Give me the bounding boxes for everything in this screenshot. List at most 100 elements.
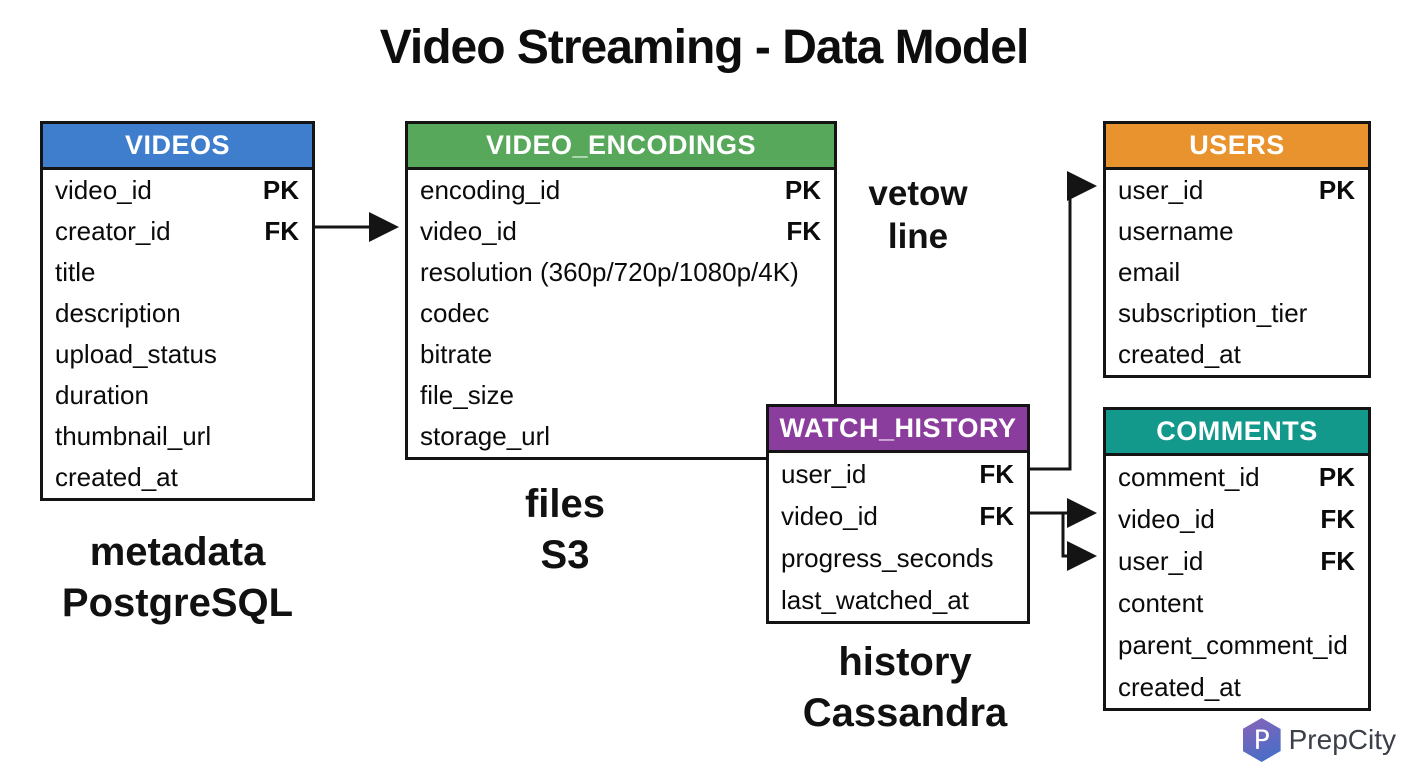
entity-row: created_at [43,457,312,498]
field-name: upload_status [55,339,217,369]
annotation-line: PostgreSQL [61,581,294,625]
field-name: parent_comment_id [1118,629,1348,660]
entity-row: video_id FK [408,211,834,252]
field-name: user_id [1118,175,1204,205]
page-title: Video Streaming - Data Model [379,21,1030,74]
field-name: content [1118,587,1204,618]
arrow-watchhistory-user-to-users [1030,171,1097,471]
entity-row: user_id FK [1106,540,1368,582]
field-name: file_size [420,380,514,410]
annotation-line: vetow [868,174,968,213]
field-name: last_watched_at [781,584,969,615]
entity-row: duration [43,375,312,416]
entity-row: created_at [1106,334,1368,375]
field-name: username [1118,216,1234,246]
entity-row: user_id FK [769,453,1027,495]
key-badge: FK [264,216,299,246]
field-name: title [55,257,96,287]
prepcity-hexagon-logo-icon: P [1242,718,1281,762]
entity-header-watch-history: WATCH_HISTORY [769,407,1027,453]
entity-header-comments: COMMENTS [1106,410,1368,456]
annotation-line: metadata [89,530,266,574]
annotation-line: Cassandra [802,691,1008,735]
key-badge: FK [1320,503,1355,534]
entity-row: creator_id FK [43,211,312,252]
entity-row: encoding_id PK [408,170,834,211]
entity-row: file_size [408,375,834,416]
entity-row: video_id FK [1106,498,1368,540]
key-badge: PK [784,175,821,205]
annotation-history-cassandra: history Cassandra [754,637,1056,739]
key-badge: FK [979,458,1014,489]
field-name: created_at [55,462,178,492]
entity-table-videos: VIDEOS video_id PK creator_id FK title descri… [40,121,315,501]
entity-row: progress_seconds [769,537,1027,579]
field-name: duration [55,380,149,410]
field-name: thumbnail_url [55,421,212,451]
field-name: created_at [1118,671,1241,702]
key-badge: PK [1318,461,1355,492]
entity-row: description [43,293,312,334]
annotation-line: line [887,217,949,256]
entity-row: username [1106,211,1368,252]
entity-header-video-encodings: VIDEO_ENCODINGS [408,124,834,170]
entity-row: storage_url [408,416,834,457]
key-badge: PK [1318,175,1355,205]
entity-row: codec [408,293,834,334]
entity-header-users: USERS [1106,124,1368,170]
field-name: video_id [55,175,152,205]
entity-header-videos: VIDEOS [43,124,312,170]
field-name: video_id [1118,503,1215,534]
field-name: created_at [1118,339,1241,369]
entity-row: parent_comment_id [1106,624,1368,666]
annotation-line: files [524,482,606,526]
entity-rows: encoding_id PK video_id FK resolution (360p/… [408,170,834,457]
entity-table-video-encodings: VIDEO_ENCODINGS encoding_id PK video_id FK r… [405,121,837,460]
entity-row: user_id PK [1106,170,1368,211]
field-name: comment_id [1118,461,1260,492]
annotation-files-s3: files S3 [465,479,665,581]
field-name: encoding_id [420,175,561,205]
entity-row: comment_id PK [1106,456,1368,498]
annotation-line: S3 [540,533,590,577]
entity-row: last_watched_at [769,579,1027,621]
field-name: description [55,298,181,328]
logo-monogram: P [1253,724,1270,756]
entity-row: resolution (360p/720p/1080p/4K) [408,252,834,293]
field-name: video_id [420,216,517,246]
arrow-branch-to-comments-user [1061,513,1097,571]
entity-table-users: USERS user_id PK username email subscription… [1103,121,1371,378]
key-badge: FK [979,500,1014,531]
field-name: email [1118,257,1181,287]
entity-row: bitrate [408,334,834,375]
field-name: resolution (360p/720p/1080p/4K) [420,257,799,287]
field-name: codec [420,298,490,328]
brand-name: PrepCity [1288,724,1396,755]
entity-row: upload_status [43,334,312,375]
annotation-overlay-text: vetow line [840,172,996,258]
field-name: creator_id [55,216,171,246]
field-name: subscription_tier [1118,298,1308,328]
field-name: user_id [1118,545,1204,576]
annotation-metadata-postgresql: metadata PostgreSQL [20,527,335,629]
entity-row: subscription_tier [1106,293,1368,334]
annotation-line: history [838,640,972,684]
field-name: user_id [781,458,867,489]
key-badge: FK [786,216,821,246]
key-badge: PK [262,175,299,205]
entity-row: video_id PK [43,170,312,211]
entity-row: title [43,252,312,293]
entity-row: thumbnail_url [43,416,312,457]
field-name: storage_url [420,421,551,451]
brand-watermark: P PrepCity [1242,718,1396,762]
entity-row: email [1106,252,1368,293]
entity-row: created_at [1106,666,1368,708]
key-badge: FK [1320,545,1355,576]
